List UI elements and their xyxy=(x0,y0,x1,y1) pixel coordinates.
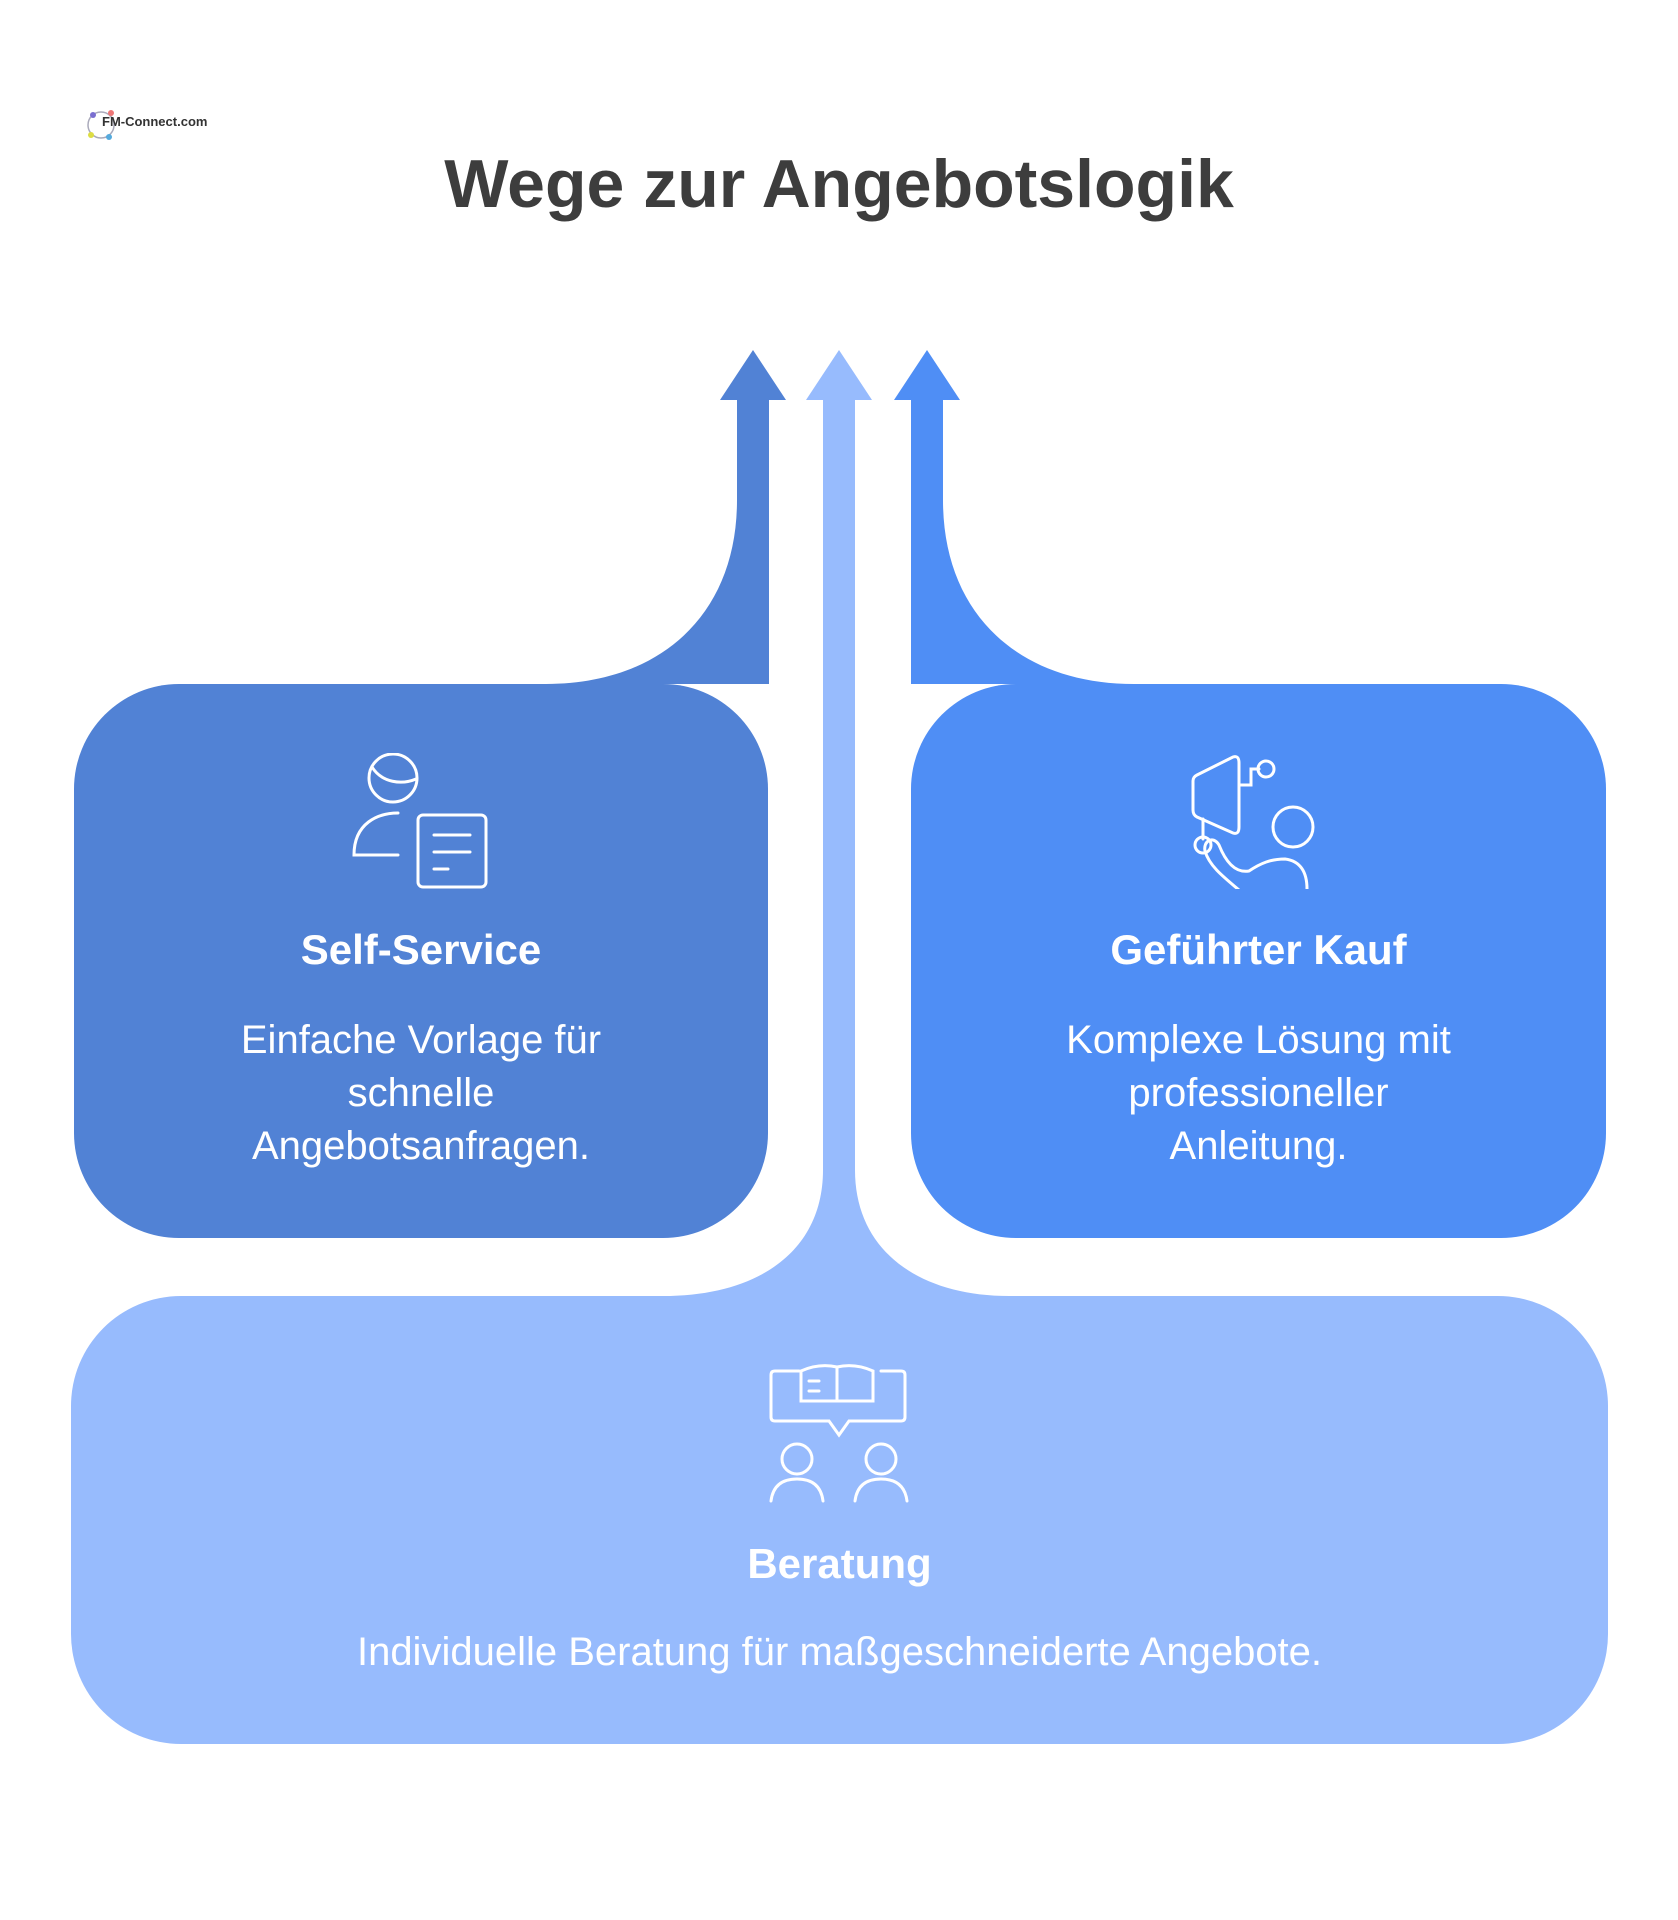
consulting-shape xyxy=(71,350,1608,1744)
arrow-head-right xyxy=(894,350,960,400)
page-title: Wege zur Angebotslogik xyxy=(444,146,1234,222)
logo xyxy=(85,105,175,145)
guided-shape xyxy=(894,350,1606,1238)
description-line: professioneller xyxy=(1128,1071,1389,1115)
self-service-shape xyxy=(74,350,786,1238)
description-line: Anleitung. xyxy=(1169,1124,1348,1168)
self-service-title: Self-Service xyxy=(300,926,542,973)
presenter-screen-icon xyxy=(1191,755,1315,889)
logo-text: FM-Connect.com xyxy=(102,114,208,129)
consulting-title: Beratung xyxy=(747,1540,932,1587)
self-service-description: Einfache Vorlage für schnelle Angebotsan… xyxy=(74,1014,768,1173)
guided-title: Geführter Kauf xyxy=(1110,926,1407,973)
description-line: Angebotsanfragen. xyxy=(251,1124,591,1168)
guided-description: Komplexe Lösung mit professioneller Anle… xyxy=(911,1014,1606,1173)
people-discussion-book-icon xyxy=(769,1364,909,1503)
consulting-description: Individuelle Beratung für maßgeschneider… xyxy=(356,1630,1323,1674)
description-line: Einfache Vorlage für xyxy=(240,1018,602,1062)
person-document-icon xyxy=(352,753,488,889)
description-line: schnelle xyxy=(347,1071,495,1115)
description-line: Komplexe Lösung mit xyxy=(1066,1018,1451,1062)
arrow-head-middle xyxy=(806,350,872,400)
arrow-head-left xyxy=(720,350,786,400)
